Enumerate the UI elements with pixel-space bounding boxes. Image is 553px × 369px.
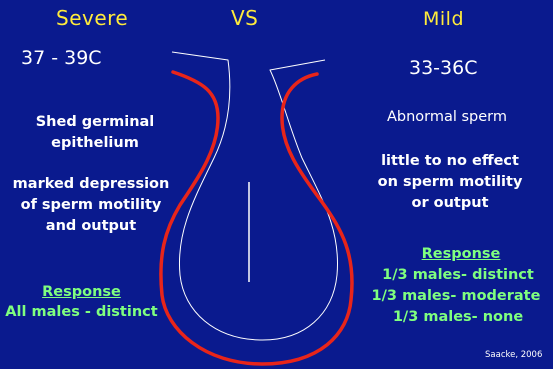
severe-effect1-line1: Shed germinal — [18, 113, 172, 131]
mild-effect2-line2: on sperm motility — [370, 173, 530, 191]
severe-effect2-line1: marked depression — [6, 175, 176, 193]
mild-response-line-moderate: 1/3 males- moderate — [360, 287, 552, 305]
severe-temperature: 37 - 39C — [21, 47, 102, 71]
mild-outline — [172, 52, 338, 340]
mild-temperature: 33-36C — [409, 57, 477, 81]
severe-effect1-line2: epithelium — [18, 134, 172, 152]
mild-heading: Mild — [423, 8, 464, 32]
mild-response-label: Response — [386, 245, 536, 263]
severe-effect2-line2: of sperm motility — [6, 196, 176, 214]
severe-effect2-line3: and output — [6, 217, 176, 235]
mild-response-line-distinct: 1/3 males- distinct — [365, 266, 551, 284]
severe-response-label: Response — [4, 283, 159, 301]
mild-effect2-line3: or output — [370, 194, 530, 212]
severe-heading: Severe — [56, 6, 128, 31]
mild-effect1: Abnormal sperm — [372, 108, 522, 126]
vs-heading: VS — [231, 6, 258, 31]
citation: Saacke, 2006 — [485, 350, 542, 361]
severe-outline — [161, 72, 352, 364]
severe-response-text: All males - distinct — [0, 303, 163, 321]
mild-effect2-line1: little to no effect — [370, 152, 530, 170]
mild-response-line-none: 1/3 males- none — [365, 308, 551, 326]
